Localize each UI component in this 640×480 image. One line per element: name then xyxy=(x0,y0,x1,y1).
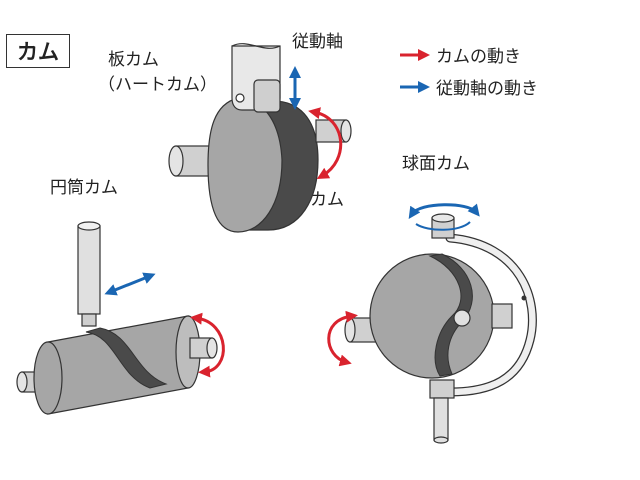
cylinder-follower-rod xyxy=(77,225,101,315)
spherical-cam-label: 球面カム xyxy=(402,154,470,174)
plate-cam xyxy=(168,43,352,233)
sphere-follower-arrow xyxy=(408,203,480,219)
legend-follower-motion: 従動軸の動き xyxy=(398,74,538,99)
page-title: カム xyxy=(6,34,70,68)
plate-cam-label: 板カム xyxy=(108,50,159,70)
cylinder-groove xyxy=(85,327,168,389)
legend-follower-motion-label: 従動軸の動き xyxy=(436,79,538,99)
cylinder-body xyxy=(47,315,189,415)
sphere-body xyxy=(369,253,495,379)
red-arrow-icon xyxy=(400,48,430,61)
plate-cam-roller xyxy=(253,79,281,113)
plate-cam-rotation-arrow xyxy=(308,107,343,179)
cam-label: カム xyxy=(310,190,344,210)
blue-arrow-icon xyxy=(400,80,430,93)
sphere-yoke xyxy=(446,234,536,396)
follower-label: 従動軸 xyxy=(292,32,343,52)
sphere-rotation-arrow xyxy=(327,310,358,367)
legend-cam-motion-label: カムの動き xyxy=(436,47,521,67)
cylindrical-cam-label: 円筒カム xyxy=(50,178,118,198)
sphere-bottom-rod xyxy=(433,397,449,441)
cylindrical-cam xyxy=(16,221,225,415)
cylinder-rotation-arrow xyxy=(190,312,225,378)
plate-cam-disc-face xyxy=(207,97,283,233)
legend-cam-motion: カムの動き xyxy=(398,42,521,67)
plate-cam-sublabel: （ハートカム） xyxy=(98,75,217,95)
plate-cam-shaft-end xyxy=(168,145,184,177)
sphere-groove xyxy=(428,253,473,377)
cylinder-follower-arrow xyxy=(104,272,156,296)
spherical-cam xyxy=(327,203,537,444)
